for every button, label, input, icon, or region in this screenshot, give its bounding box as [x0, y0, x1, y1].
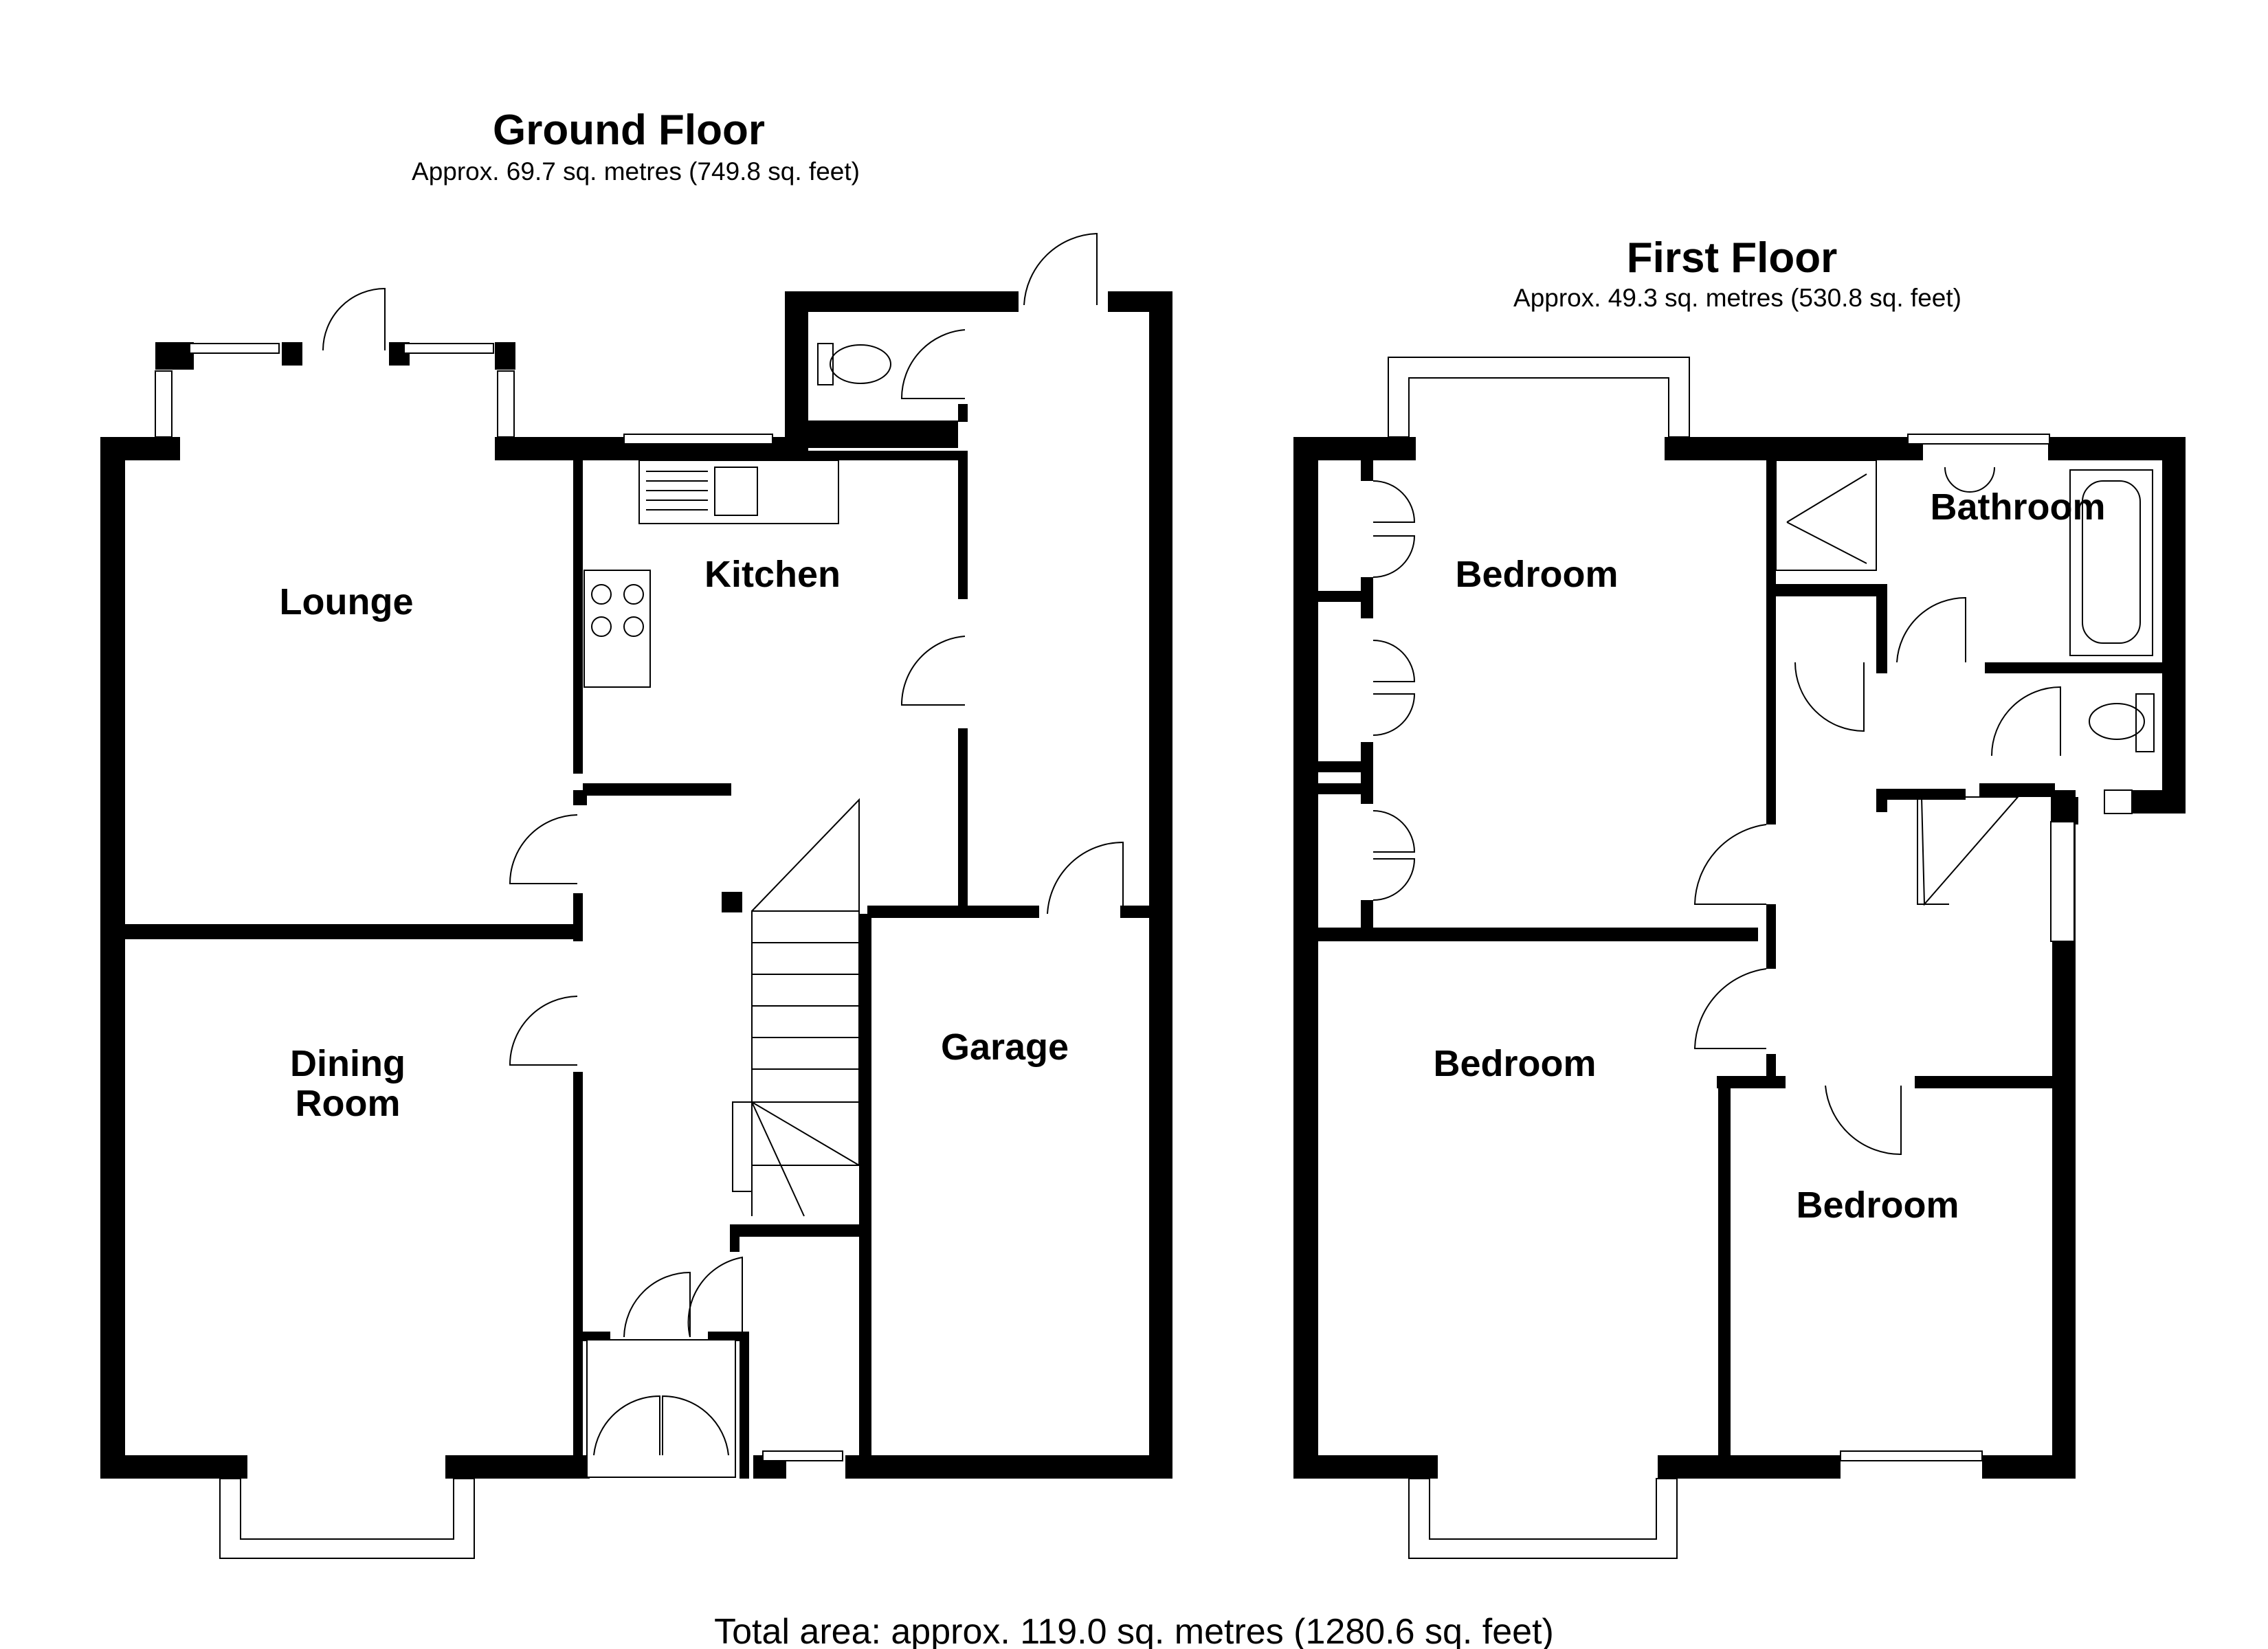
room-label-kitchen: Kitchen [704, 554, 841, 595]
first-floor-plan [1293, 357, 2186, 1559]
room-label-bedroom-1: Bedroom [1455, 554, 1618, 595]
first-floor-title: First Floor [1627, 234, 1838, 282]
room-label-lounge: Lounge [280, 581, 414, 622]
room-label-bedroom-3: Bedroom [1796, 1185, 1959, 1226]
total-area: Total area: approx. 119.0 sq. metres (12… [714, 1612, 1554, 1649]
room-label-garage: Garage [941, 1027, 1069, 1068]
first-floor-area: Approx. 49.3 sq. metres (530.8 sq. feet) [1513, 284, 1961, 312]
room-label-dining-line2: Room [296, 1083, 401, 1124]
room-label-dining-line1: Dining [290, 1043, 405, 1084]
room-label-bedroom-2: Bedroom [1433, 1043, 1596, 1084]
ground-floor-plan [100, 232, 1172, 1559]
ground-floor-title: Ground Floor [493, 106, 765, 154]
ground-floor-area: Approx. 69.7 sq. metres (749.8 sq. feet) [412, 157, 860, 186]
room-label-bathroom: Bathroom [1931, 486, 2106, 528]
